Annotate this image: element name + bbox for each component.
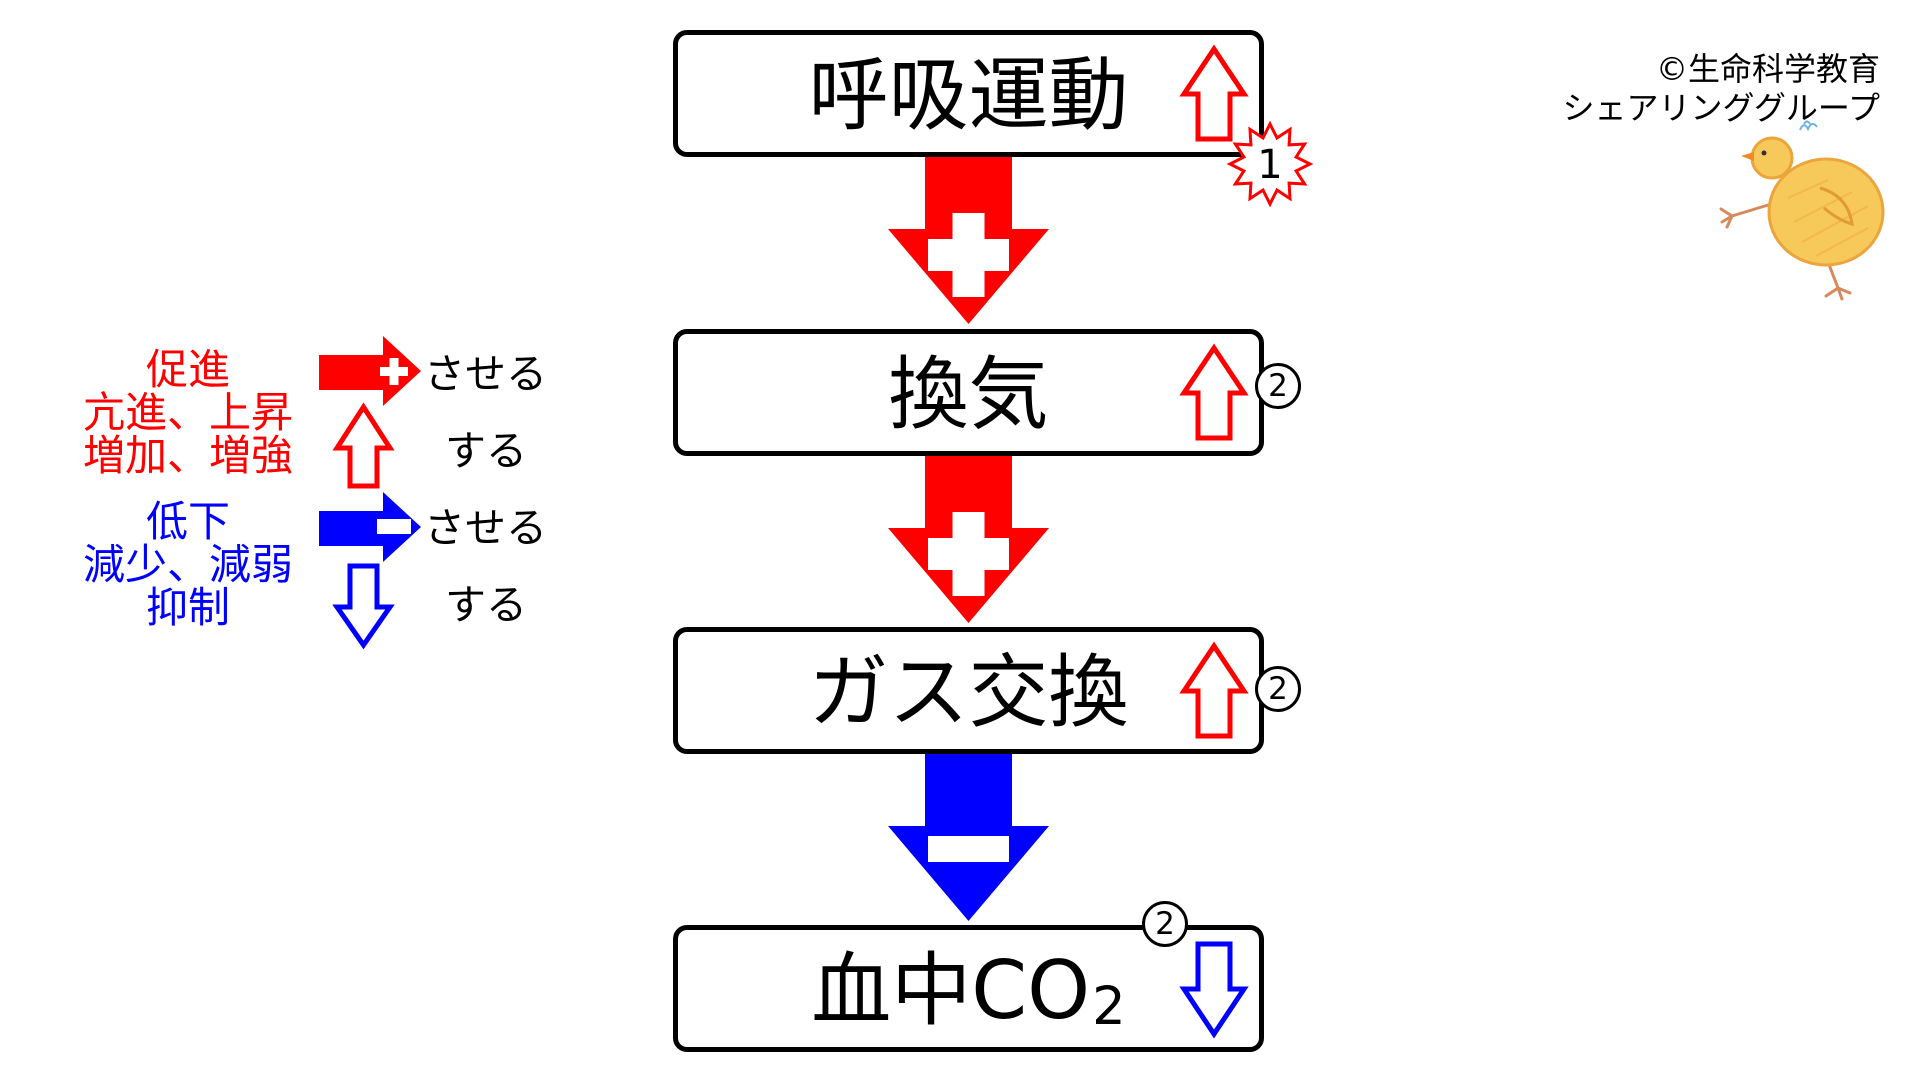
step-label-text: 呼吸運動 bbox=[808, 48, 1129, 142]
legend-make-label: させる bbox=[424, 504, 547, 552]
legend-term: 亢進、上昇 bbox=[82, 388, 293, 437]
legend-arrow-shape bbox=[319, 336, 421, 406]
minus-icon bbox=[928, 836, 1009, 862]
circled-number-badge: 2 bbox=[1142, 901, 1188, 947]
step-label-text: 換気 bbox=[888, 347, 1049, 441]
step-label: 換気 bbox=[678, 338, 1259, 451]
legend-term: 促進 bbox=[145, 345, 230, 394]
starburst-badge: 1 bbox=[1226, 120, 1314, 208]
step-box-gas-exchange: ガス交換 bbox=[673, 627, 1264, 754]
step-label-text: 血中CO bbox=[811, 943, 1091, 1037]
down-block-arrow-icon bbox=[888, 155, 1049, 324]
starburst-icon bbox=[1226, 120, 1314, 208]
minus-bar bbox=[377, 519, 411, 534]
trend-arrow-shape bbox=[1179, 941, 1249, 1039]
legend-term: 抑制 bbox=[145, 583, 230, 632]
chick-beak bbox=[1741, 152, 1754, 161]
plus-vertical-bar bbox=[952, 213, 985, 297]
circled-number-badge: 2 bbox=[1255, 666, 1301, 712]
step-label-text: ガス交換 bbox=[808, 645, 1129, 739]
chick-icon bbox=[1719, 120, 1885, 301]
legend-term: 増加、増強 bbox=[82, 431, 293, 480]
trend-arrow-shape bbox=[1179, 641, 1249, 739]
legend-term: 減少、減弱 bbox=[82, 540, 293, 589]
legend-arrow-shape bbox=[319, 492, 421, 562]
up-arrow-outline-icon bbox=[332, 402, 395, 489]
chick-body bbox=[1767, 157, 1885, 267]
plus-right-arrow-icon bbox=[319, 336, 421, 406]
legend-make-label: させる bbox=[424, 350, 547, 398]
down-arrow-outline-icon bbox=[1179, 941, 1249, 1039]
badge-number: 1 bbox=[1257, 142, 1282, 188]
chick-head bbox=[1750, 136, 1794, 180]
credit-line: シェアリンググループ bbox=[1562, 89, 1880, 127]
trend-arrow-shape bbox=[1179, 44, 1249, 142]
legend-term: 低下 bbox=[145, 497, 230, 546]
minus-icon bbox=[377, 519, 411, 534]
up-arrow-outline-icon bbox=[1179, 641, 1249, 739]
plus-icon bbox=[928, 213, 1009, 297]
legend-do-label: する bbox=[445, 581, 527, 629]
chick-leg bbox=[1824, 260, 1852, 301]
plus-icon bbox=[928, 512, 1009, 596]
step-box-breathing-movement: 呼吸運動 bbox=[673, 30, 1264, 157]
credit-line: ©生命科学教育 bbox=[1655, 50, 1880, 88]
up-arrow-outline-icon bbox=[1179, 44, 1249, 142]
up-arrow-outline-icon bbox=[1179, 343, 1249, 441]
legend-promote-terms: 促進 亢進、上昇 増加、増強 bbox=[68, 348, 308, 477]
down-block-arrow-icon bbox=[888, 454, 1049, 623]
legend-outline-arrow-shape bbox=[332, 402, 395, 489]
minus-right-arrow-icon bbox=[319, 492, 421, 562]
chick-arm bbox=[1719, 200, 1780, 229]
step-box-ventilation: 換気 bbox=[673, 329, 1264, 456]
step-label-subscript: 2 bbox=[1092, 975, 1126, 1037]
trend-arrow-shape bbox=[1179, 343, 1249, 441]
chick-wing bbox=[1819, 186, 1854, 227]
plus-icon bbox=[380, 358, 408, 385]
plus-vertical-bar bbox=[952, 512, 985, 596]
credit-text: ©生命科学教育 シェアリンググループ bbox=[1563, 50, 1880, 128]
legend-outline-arrow-shape bbox=[332, 563, 395, 650]
plus-vertical-bar bbox=[389, 358, 399, 385]
legend-do-label: する bbox=[445, 427, 527, 475]
chick-tuft bbox=[1799, 120, 1818, 132]
down-block-arrow-icon bbox=[888, 752, 1049, 921]
chick-eye bbox=[1761, 150, 1767, 156]
down-arrow-outline-icon bbox=[332, 563, 395, 650]
step-label: 呼吸運動 bbox=[678, 39, 1259, 152]
chick-body-texture bbox=[1787, 179, 1869, 257]
circled-number-badge: 2 bbox=[1255, 363, 1301, 409]
step-label: ガス交換 bbox=[678, 636, 1259, 749]
minus-bar bbox=[928, 836, 1009, 862]
legend-suppress-terms: 低下 減少、減弱 抑制 bbox=[68, 500, 308, 629]
